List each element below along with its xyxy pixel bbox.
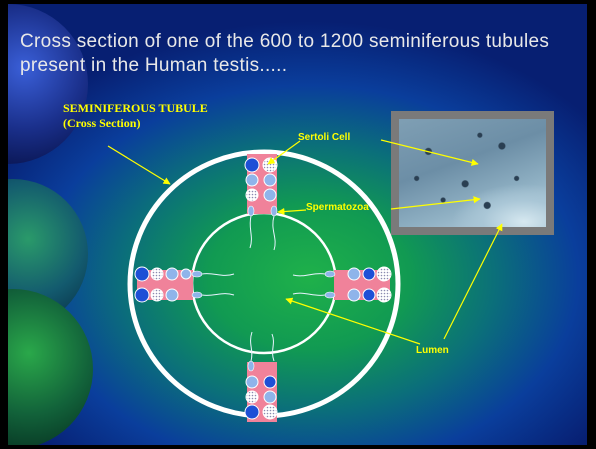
tubule-diagram [8,4,587,445]
arrow-sertoli-photo [381,140,478,164]
arrow-sperm-photo [391,199,480,209]
sertoli-cluster-top [245,154,277,216]
lumen-boundary [192,213,336,353]
arrow-lumen [286,299,420,344]
slide: Cross section of one of the 600 to 1200 … [8,4,587,445]
sertoli-cluster-bottom [245,361,277,422]
sertoli-cluster-right [325,267,391,302]
arrow-tubule [108,146,170,184]
sertoli-cell-label: Sertoli Cell [298,132,350,143]
spermatozoa-label: Spermatozoa [306,202,369,213]
arrow-lumen-photo [444,224,502,339]
sertoli-cluster-left [135,267,202,302]
arrow-sperm-diagram [278,210,306,212]
lumen-label: Lumen [416,345,449,356]
